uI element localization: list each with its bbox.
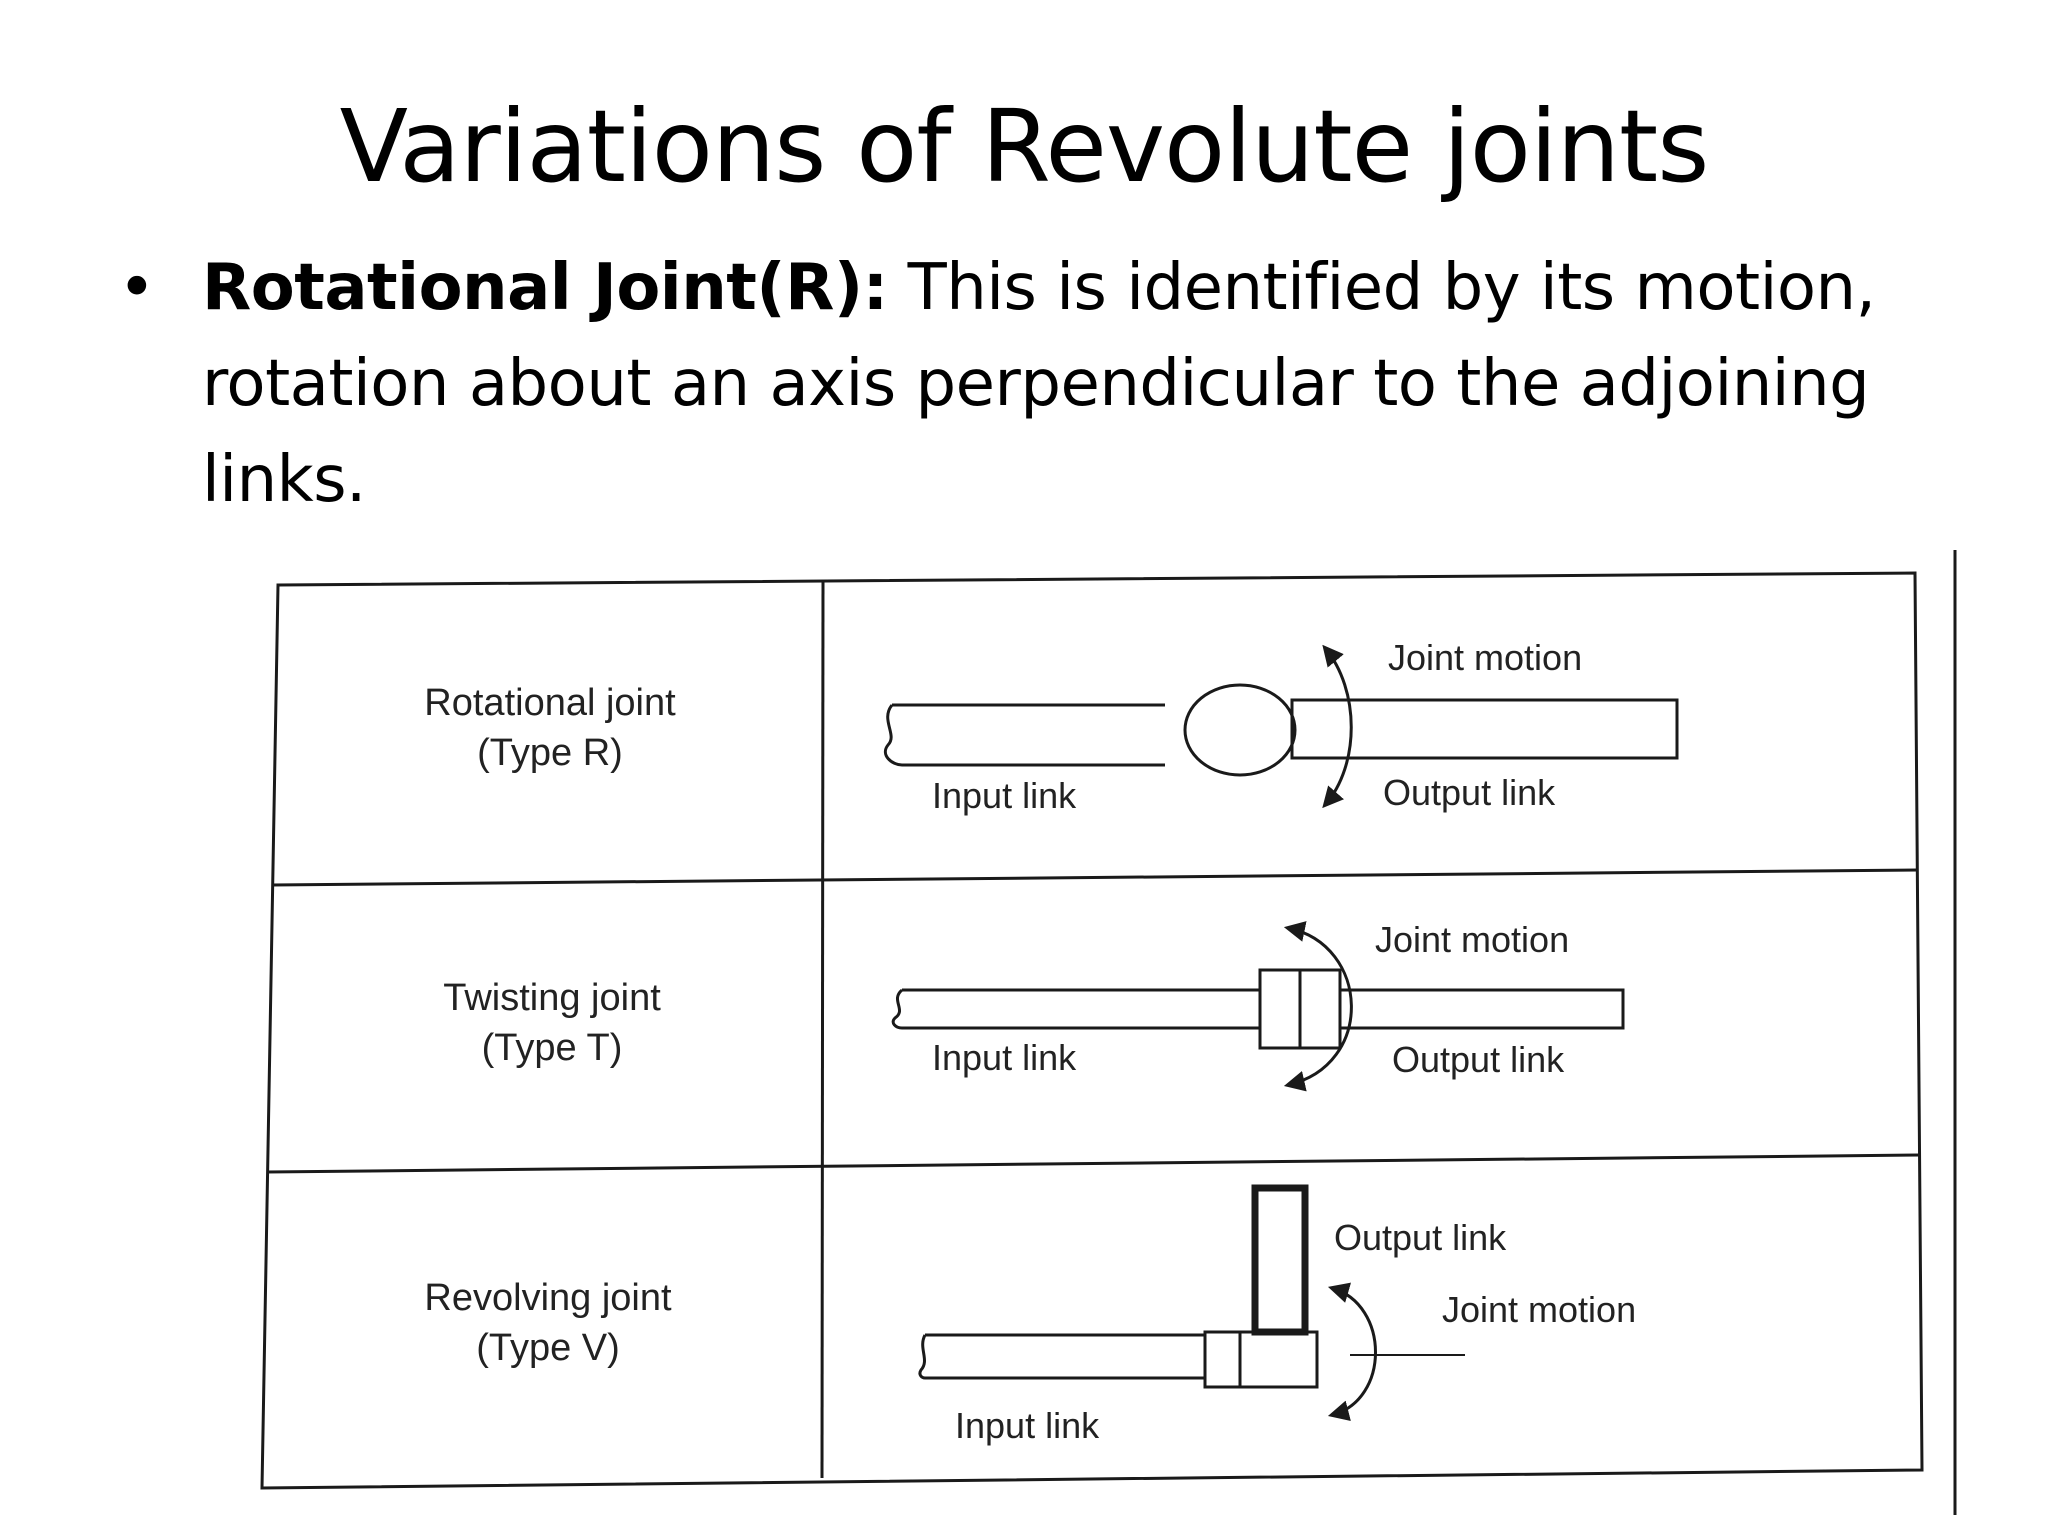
joint-motion-arrow [1322,644,1353,809]
row-divider-1 [271,868,1919,887]
bullet-term: Rotational Joint(R): [202,251,888,325]
joint-types-diagram: Rotational joint (Type R) Joint motion I… [260,550,1957,1515]
bullet-description: This is identified by its motion, rotati… [202,251,1876,517]
row-label-line2: (Type V) [476,1327,620,1369]
row-divider-2 [266,1153,1921,1174]
output-link-shape [1251,1184,1309,1336]
output-link-label: Output link [1334,1217,1507,1258]
row-rotational-joint: Rotational joint (Type R) Joint motion I… [424,637,1679,816]
output-link-shape [1290,698,1679,760]
joint-motion-arrow [1283,921,1353,1092]
output-link-label: Output link [1392,1039,1565,1080]
row-label-line1: Rotational joint [424,682,676,724]
input-link-label: Input link [932,775,1077,816]
output-link-label: Output link [1383,772,1556,813]
table-border [260,571,1924,1490]
row-label-line2: (Type T) [482,1027,623,1069]
joint-motion-label: Joint motion [1442,1289,1636,1330]
input-link-break [918,1334,927,1380]
bullet-marker: • [118,251,156,325]
input-link-shape [902,988,1260,1030]
input-link-break [883,704,903,767]
input-link-shape [892,703,1165,767]
joint-collar [1203,1330,1319,1389]
joint-motion-arrow [1327,1282,1377,1421]
input-link-shape [925,1333,1205,1380]
input-link-label: Input link [932,1037,1077,1078]
joint-motion-label: Joint motion [1375,919,1569,960]
joint-pin-circle [1183,683,1297,777]
table-grid [260,571,1924,1490]
column-divider [820,579,825,1479]
row-revolving-joint: Revolving joint (Type V) Output link Joi… [424,1184,1636,1446]
output-link-shape [1338,988,1625,1030]
joint-types-figure: Rotational joint (Type R) Joint motion I… [250,540,1970,1520]
row-twisting-joint: Twisting joint (Type T) Joint motion Inp… [443,919,1625,1092]
joint-motion-label: Joint motion [1388,637,1582,678]
row-label-line1: Twisting joint [443,977,661,1019]
slide-title: Variations of Revolute joints [339,88,1710,205]
input-link-break [891,988,904,1030]
bullet-text: Rotational Joint(R): This is identified … [202,240,1962,528]
row-label-line1: Revolving joint [424,1277,672,1319]
input-link-label: Input link [955,1405,1100,1446]
row-label-line2: (Type R) [477,732,623,774]
